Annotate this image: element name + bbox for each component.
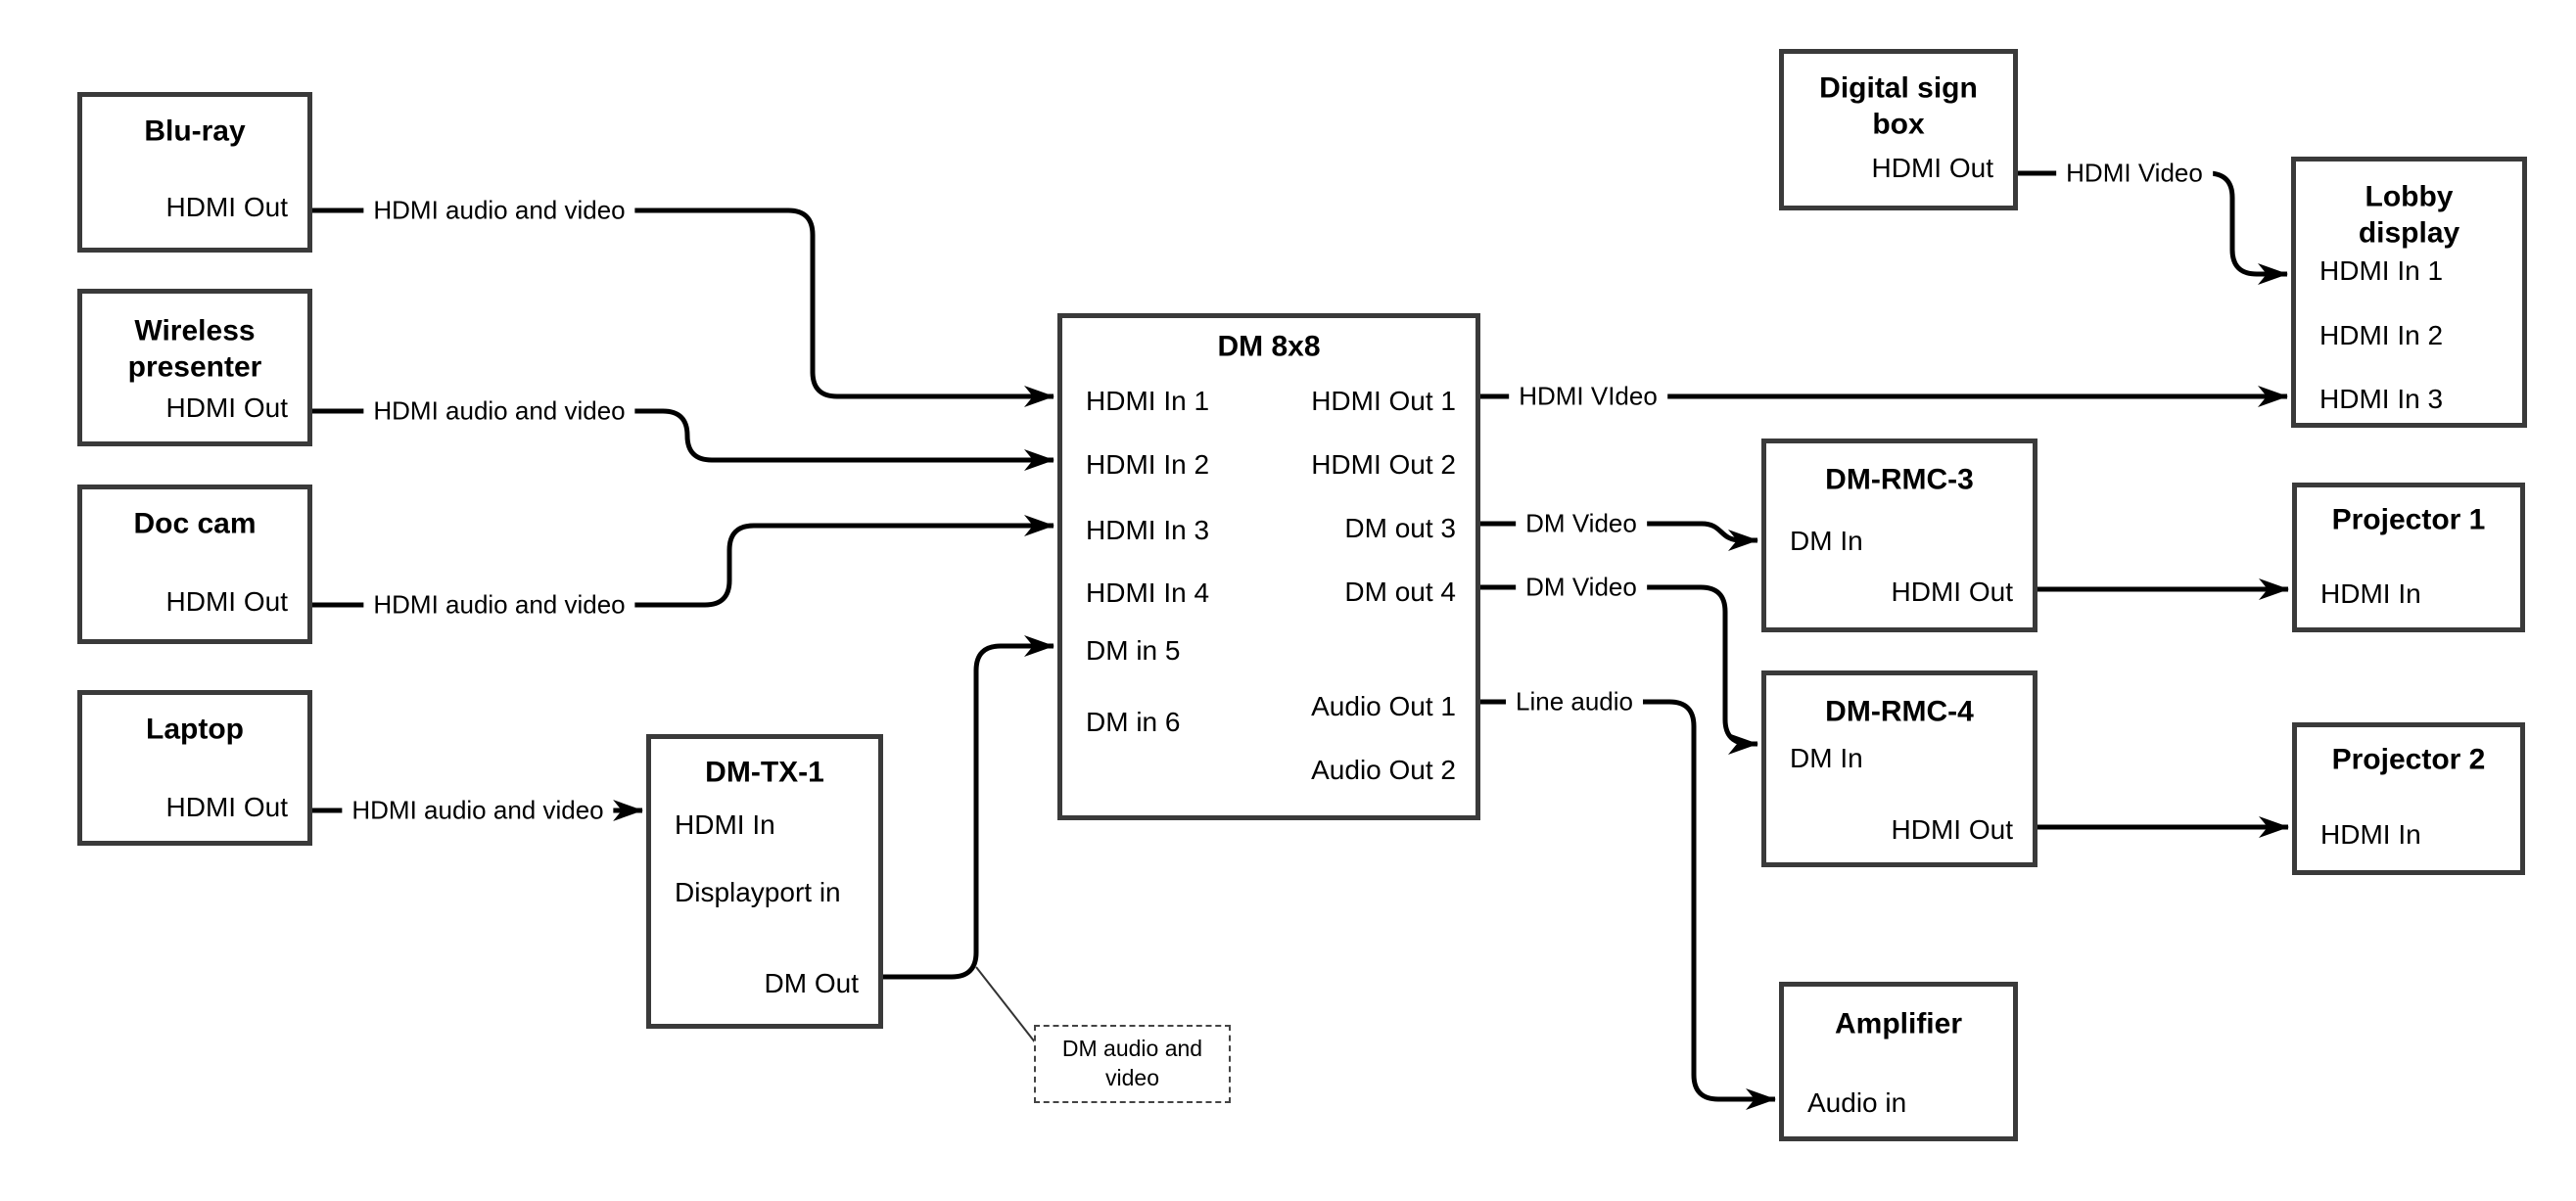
port-rmc4-dm-in: DM In [1790,743,1863,773]
port-dmtx1-hdmi-in: HDMI In [675,809,775,840]
edge-e5-line [883,635,1054,980]
port-doccam-hdmi-out: HDMI Out [165,586,288,617]
node-rmc4: DM-RMC-4 DM In HDMI Out [1761,670,2037,867]
node-laptop-title: Laptop [146,713,244,746]
port-dm8x8-aout2: Audio Out 2 [1311,755,1456,785]
port-dmtx1-dm-out: DM Out [764,968,859,998]
node-proj1: Projector 1 HDMI In [2292,483,2525,632]
edge-e2-label: HDMI audio and video [363,393,635,429]
note-box: DM audio and video [1034,1025,1231,1103]
port-lobby-in2: HDMI In 2 [2319,320,2444,350]
port-dm8x8-in2: HDMI In 2 [1086,449,1210,480]
node-proj2: Projector 2 HDMI In [2292,722,2525,875]
node-proj2-title: Projector 2 [2331,743,2486,776]
port-dm8x8-in3: HDMI In 3 [1086,515,1210,545]
port-proj1-hdmi-in: HDMI In [2320,578,2421,609]
edge-e7-line [1480,521,1758,551]
edge-e9-label: Line audio [1506,684,1643,719]
port-digsign-hdmi-out: HDMI Out [1871,153,1993,183]
edge-e2-line [312,408,1054,471]
port-proj2-hdmi-in: HDMI In [2320,819,2421,850]
port-rmc3-dm-in: DM In [1790,526,1863,556]
node-amp-title: Amplifier [1834,1007,1963,1040]
node-dmtx1-title: DM-TX-1 [705,756,824,789]
edge-e6-label: HDMI VIdeo [1509,379,1667,414]
port-laptop-hdmi-out: HDMI Out [165,792,288,822]
edge-e3-line [312,515,1054,608]
port-dm8x8-out4: DM out 4 [1344,577,1456,607]
port-lobby-in1: HDMI In 1 [2319,255,2444,286]
edge-e1-line [312,208,1054,407]
port-dm8x8-in6: DM in 6 [1086,707,1181,737]
note-text: DM audio and video [1061,1036,1203,1090]
port-dm8x8-in1: HDMI In 1 [1086,386,1210,416]
edge-e10-label: HDMI Video [2056,156,2213,191]
node-rmc4-title: DM-RMC-4 [1825,695,1974,728]
node-rmc3: DM-RMC-3 DM In HDMI Out [1761,439,2037,632]
node-proj1-title: Projector 1 [2331,503,2486,536]
node-doccam-title: Doc cam [133,507,257,540]
edge-e8-line [1480,584,1758,755]
port-wireless-hdmi-out: HDMI Out [165,393,288,423]
edge-e1-label: HDMI audio and video [363,193,635,228]
node-digsign-title: Digital sign box [1819,71,1978,140]
note-callout-line [975,966,1037,1044]
port-dm8x8-in5: DM in 5 [1086,635,1181,666]
port-lobby-in3: HDMI In 3 [2319,384,2444,414]
port-rmc4-hdmi-out: HDMI Out [1891,814,2013,845]
port-dm8x8-out2: HDMI Out 2 [1311,449,1456,480]
port-bluray-hdmi-out: HDMI Out [165,192,288,222]
edge-e9-line [1480,699,1776,1110]
port-amp-audio-in: Audio in [1807,1087,1907,1118]
node-bluray-title: Blu-ray [144,115,246,148]
edge-e8-label: DM Video [1516,570,1647,605]
port-dm8x8-aout1: Audio Out 1 [1311,691,1456,721]
edge-e4-label: HDMI audio and video [342,793,614,828]
port-dm8x8-out3: DM out 3 [1344,513,1456,543]
edge-e10-line [2018,170,2288,285]
node-lobby-title: Lobby display [2358,180,2460,249]
node-wireless-title: Wireless presenter [127,314,262,383]
edge-e7-label: DM Video [1516,506,1647,541]
node-dm8x8-title: DM 8x8 [1217,330,1321,363]
edge-e3-label: HDMI audio and video [363,587,635,623]
port-dm8x8-out1: HDMI Out 1 [1311,386,1456,416]
node-rmc3-title: DM-RMC-3 [1825,463,1974,496]
port-rmc3-hdmi-out: HDMI Out [1891,577,2013,607]
port-dmtx1-dp-in: Displayport in [675,877,841,907]
port-dm8x8-in4: HDMI In 4 [1086,577,1210,608]
